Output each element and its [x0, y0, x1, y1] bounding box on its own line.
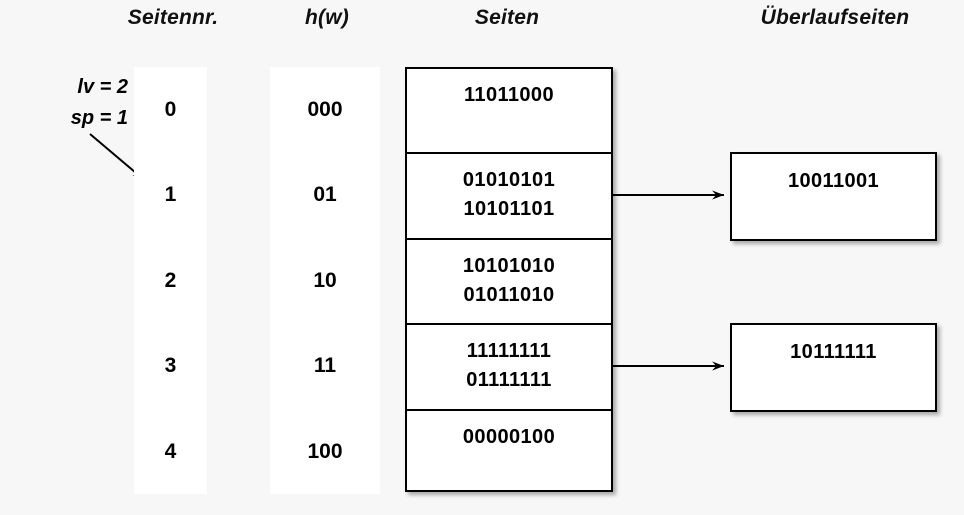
hash-value-column: 000 01 10 11 100 [270, 67, 380, 494]
page-number-cell: 0 [164, 98, 177, 121]
page-bucket-0: 11011000 [407, 69, 611, 154]
page-entry: 01111111 [466, 369, 552, 391]
page-entry: 11111111 [466, 340, 552, 362]
page-bucket-1: 01010101 10101101 [407, 154, 611, 240]
overflow-entry: 10011001 [787, 170, 880, 192]
column-header-ueberlaufseiten: Überlaufseiten [760, 6, 910, 29]
page-entry: 11011000 [464, 84, 554, 106]
page-number-cell: 1 [164, 183, 177, 206]
hash-value-cell: 10 [313, 269, 337, 292]
page-number-cell: 2 [164, 269, 177, 292]
page-bucket-4: 00000100 [407, 411, 611, 490]
hash-parameters: lv = 2 sp = 1 [8, 72, 128, 134]
hash-value-cell: 01 [313, 183, 337, 206]
page-entry: 01010101 [462, 169, 556, 191]
split-pointer-parameter: sp = 1 [70, 107, 128, 129]
overflow-entry: 10111111 [790, 341, 877, 363]
page-entry: 00000100 [462, 426, 556, 448]
overflow-page-0: 10011001 [730, 152, 937, 241]
page-entry: 10101010 [462, 255, 556, 277]
page-bucket-3: 11111111 01111111 [407, 325, 611, 411]
level-parameter: lv = 2 [77, 76, 128, 98]
overflow-page-1: 10111111 [730, 323, 937, 412]
column-header-hash: h(w) [305, 6, 349, 29]
page-bucket-2: 10101010 01011010 [407, 240, 611, 325]
hash-value-cell: 11 [313, 354, 337, 377]
page-entry: 10101101 [463, 198, 555, 220]
page-number-cell: 4 [164, 440, 177, 463]
split-pointer-arrow-icon [89, 133, 143, 179]
column-header-seiten: Seiten [474, 6, 540, 29]
overflow-connector-arrow-icon [611, 361, 724, 371]
hash-value-cell: 100 [307, 440, 343, 463]
page-number-cell: 3 [164, 354, 177, 377]
page-number-column: 0 1 2 3 4 [134, 67, 207, 494]
hash-value-cell: 000 [307, 98, 343, 121]
column-header-seitennr: Seitennr. [127, 6, 219, 29]
overflow-connector-arrow-icon [611, 190, 724, 200]
page-entry: 01011010 [463, 284, 555, 306]
pages-table: 11011000 01010101 10101101 10101010 0101… [405, 67, 613, 492]
